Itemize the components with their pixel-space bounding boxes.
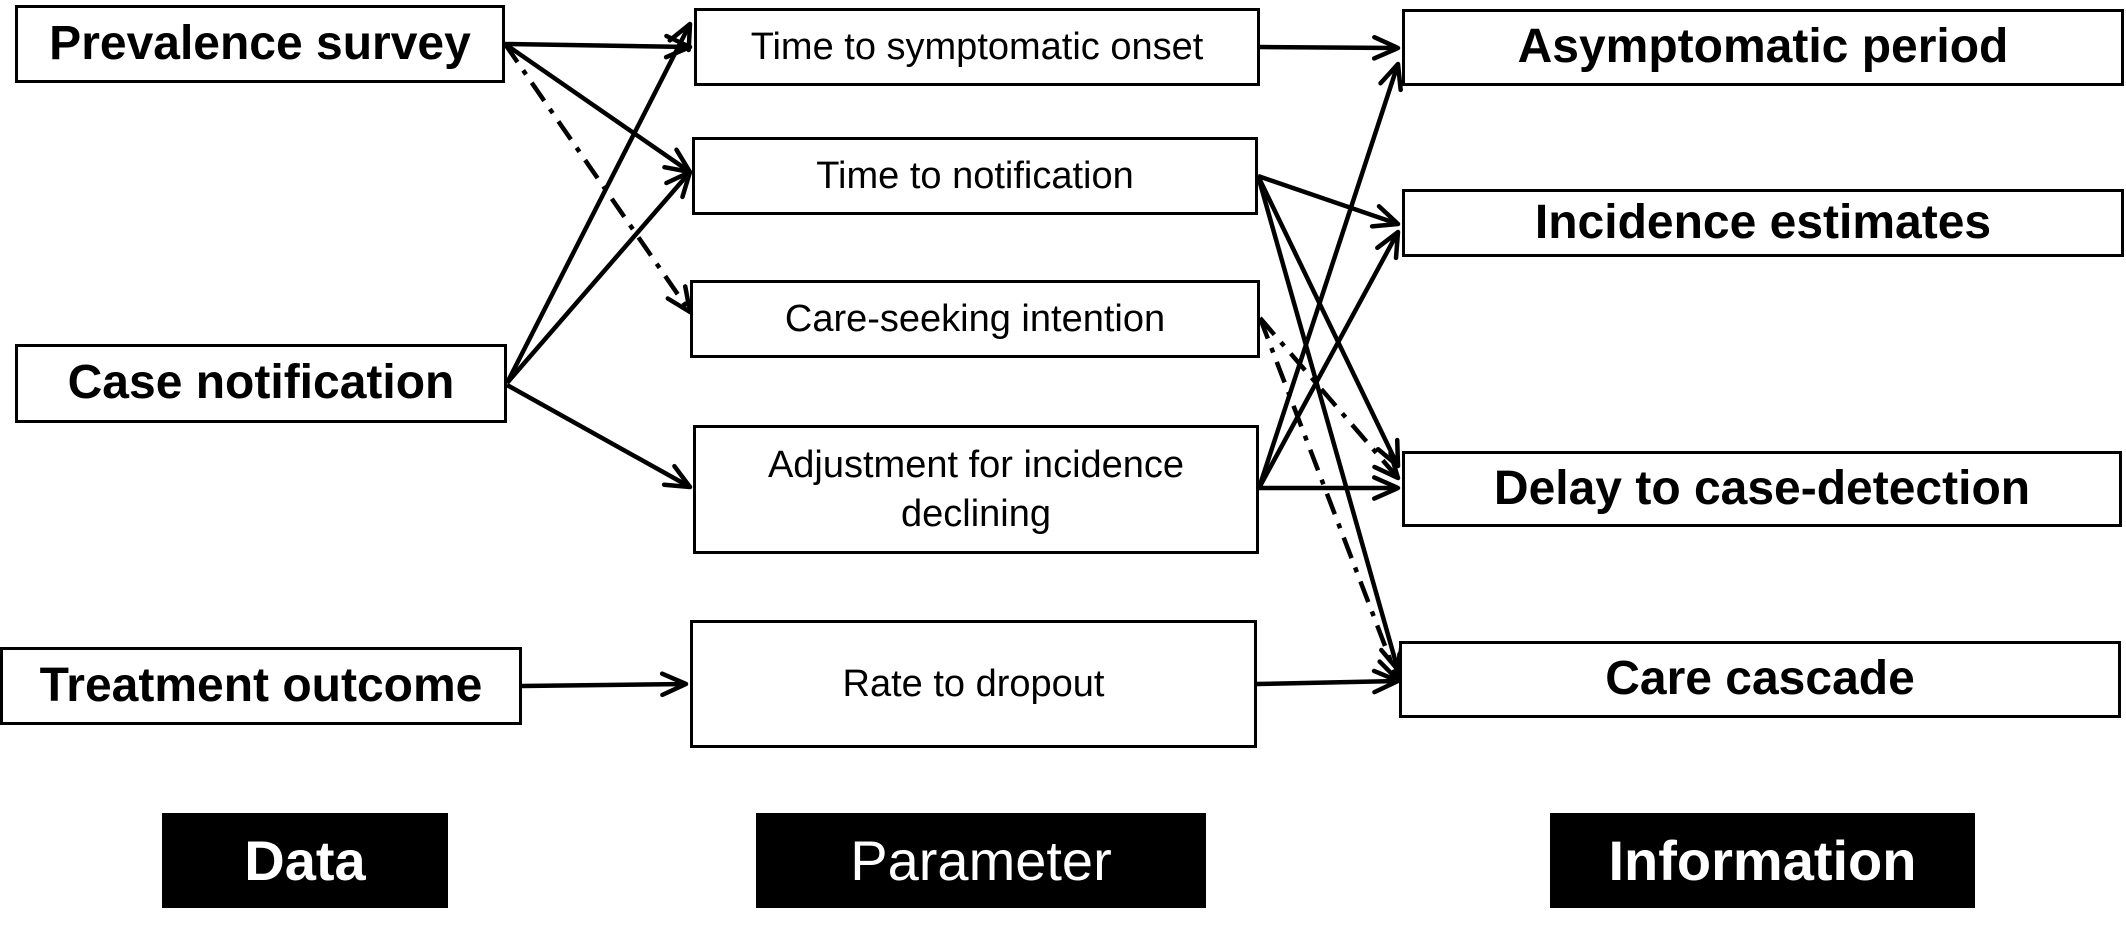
edge-adjustment-to-delay	[1259, 475, 1401, 501]
arrowhead-icon	[659, 671, 689, 698]
edge-prevalence-to-symptomatic	[504, 33, 693, 60]
data-node-case-notification: Case notification	[15, 344, 507, 423]
information-node-asymptomatic-period: Asymptomatic period	[1402, 9, 2124, 86]
edge-treatment-to-dropout	[521, 671, 689, 698]
data-node-prevalence-survey: Prevalence survey	[15, 5, 505, 83]
arrowhead-icon	[1371, 34, 1401, 61]
arrowhead-icon	[665, 284, 693, 315]
edge-notification-to-symptomatic	[504, 21, 693, 385]
arrowhead-icon	[1371, 668, 1401, 695]
arrowhead-icon	[1375, 229, 1401, 261]
column-label-data: Data	[162, 813, 448, 908]
arrowhead-icon	[1375, 437, 1401, 469]
arrowhead-icon	[1369, 204, 1401, 229]
arrowhead-icon	[1372, 450, 1401, 481]
arrowhead-icon	[664, 169, 693, 200]
edge-prevalence-to-careseeking	[503, 42, 693, 315]
column-label-parameter: Parameter	[756, 813, 1206, 908]
arrowhead-icon	[1378, 61, 1403, 93]
data-node-treatment-outcome: Treatment outcome	[0, 647, 522, 725]
parameter-node-time-to-symptomatic-onset: Time to symptomatic onset	[694, 8, 1260, 86]
edge-adjustment-to-incidence	[1257, 229, 1401, 490]
parameter-node-rate-to-dropout: Rate to dropout	[690, 620, 1257, 748]
information-node-incidence-estimates: Incidence estimates	[1402, 189, 2124, 257]
edge-symptomatic-to-asymptomatic	[1259, 34, 1401, 61]
edge-dropout-to-cascade	[1256, 668, 1401, 695]
edge-notification-to-adjustment	[505, 383, 693, 490]
edge-time_notif-to-incidence	[1257, 173, 1401, 229]
column-label-information: Information	[1550, 813, 1975, 908]
information-node-care-cascade: Care cascade	[1399, 641, 2121, 718]
arrowhead-icon	[667, 21, 693, 53]
arrowhead-icon	[661, 463, 693, 490]
information-node-delay-to-case-detection: Delay to case-detection	[1402, 451, 2122, 527]
parameter-node-care-seeking-intention: Care-seeking intention	[690, 280, 1260, 358]
parameter-node-adjustment-for-incidence-declining: Adjustment for incidence declining	[693, 425, 1259, 554]
parameter-node-time-to-notification: Time to notification	[692, 137, 1258, 215]
edge-notification-to-time_notif	[505, 169, 693, 385]
edge-time_notif-to-delay	[1255, 175, 1401, 469]
edge-careseeking-to-delay	[1258, 316, 1401, 481]
edge-prevalence-to-time_notif	[503, 42, 693, 175]
arrowhead-icon	[1372, 475, 1401, 501]
edge-adjustment-to-asymptomatic	[1256, 61, 1403, 489]
